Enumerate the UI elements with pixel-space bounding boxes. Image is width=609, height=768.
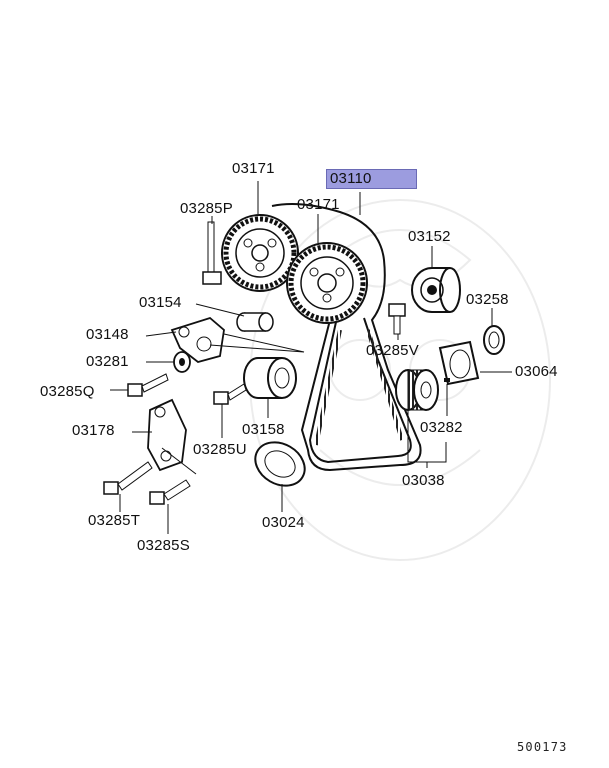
camshaft-sprocket-left (221, 214, 299, 292)
callout-03178[interactable]: 03178 (72, 422, 115, 439)
callout-03285P[interactable]: 03285P (180, 200, 233, 217)
callout-03285V[interactable]: 03285V (366, 342, 419, 359)
callout-03158[interactable]: 03158 (242, 421, 285, 438)
callout-03258[interactable]: 03258 (466, 291, 509, 308)
callout-03110-highlighted[interactable]: 03110 (326, 169, 417, 189)
tensioner-arm (170, 316, 225, 363)
callout-03148[interactable]: 03148 (86, 326, 129, 343)
bolt-03285V (388, 303, 406, 335)
callout-03152[interactable]: 03152 (408, 228, 451, 245)
callout-03064[interactable]: 03064 (515, 363, 558, 380)
washer-03258 (483, 325, 505, 355)
tensioner-pulley (243, 357, 297, 399)
bolt-03285Q (127, 373, 169, 397)
washer-03281 (173, 351, 191, 373)
crankshaft-sprocket (395, 369, 439, 411)
timing-belt (271, 203, 422, 472)
flange-03064 (438, 340, 480, 386)
bolt-03285S (149, 479, 191, 505)
spacer-03154 (236, 312, 274, 332)
callout-03171-left[interactable]: 03171 (232, 160, 275, 177)
diagram-id: 500173 (517, 740, 568, 754)
callout-03282[interactable]: 03282 (420, 419, 463, 436)
callout-03285T[interactable]: 03285T (88, 512, 141, 529)
bolt-03285U (213, 383, 247, 405)
key-03282 (444, 378, 450, 382)
callout-03285Q[interactable]: 03285Q (40, 383, 95, 400)
camshaft-sprocket-right (286, 242, 368, 324)
callout-03285S[interactable]: 03285S (137, 537, 190, 554)
callout-03024[interactable]: 03024 (262, 514, 305, 531)
bolt-03285T (103, 461, 153, 495)
bolt-03285P (202, 221, 222, 285)
callout-03281[interactable]: 03281 (86, 353, 129, 370)
idler-pulley (411, 267, 461, 313)
callout-03285U[interactable]: 03285U (193, 441, 247, 458)
callout-03038[interactable]: 03038 (402, 472, 445, 489)
leader-lines (110, 181, 512, 534)
cover-plate (254, 441, 306, 487)
callout-03154[interactable]: 03154 (139, 294, 182, 311)
tensioner-bracket (147, 398, 187, 472)
callout-03171-right[interactable]: 03171 (297, 196, 340, 213)
